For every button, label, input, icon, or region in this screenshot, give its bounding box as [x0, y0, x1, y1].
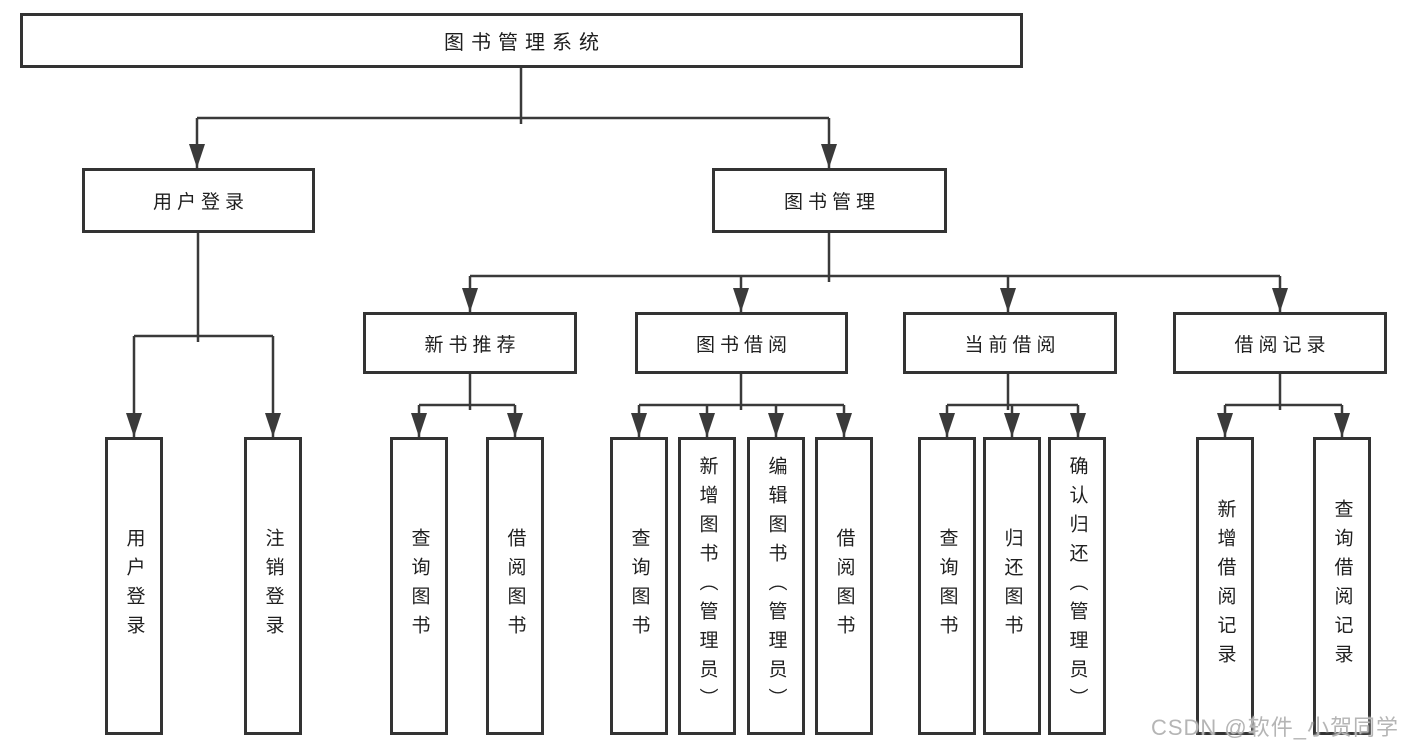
leaf-query-books: 查询图书: [390, 437, 448, 735]
node-book-borrowing: 图书借阅: [635, 312, 848, 374]
leaf-query-borrow-record: 查询借阅记录: [1313, 437, 1371, 735]
arrow-connectors: [126, 118, 1350, 437]
node-label: 查询图书: [628, 528, 650, 644]
leaf-logout: 注销登录: [244, 437, 302, 735]
node-label: 查询图书: [936, 528, 958, 644]
leaf-borrow-books: 借阅图书: [486, 437, 544, 735]
leaf-add-books-admin: 新增图书（管理员）: [678, 437, 736, 735]
csdn-watermark: CSDN @软件_小贺同学: [1150, 715, 1399, 740]
node-label: 用户登录: [123, 528, 145, 644]
node-label: 确认归还（管理员）: [1066, 455, 1088, 717]
node-new-book-recommendation: 新书推荐: [363, 312, 577, 374]
leaf-query-books: 查询图书: [918, 437, 976, 735]
node-label: 借阅图书: [833, 528, 855, 644]
node-current-borrowing: 当前借阅: [903, 312, 1117, 374]
node-label: 查询图书: [408, 528, 430, 644]
leaf-query-books: 查询图书: [610, 437, 668, 735]
node-label: 注销登录: [262, 528, 284, 644]
leaf-return-books: 归还图书: [983, 437, 1041, 735]
node-book-management: 图书管理: [712, 168, 947, 233]
node-label: 新增图书（管理员）: [696, 455, 718, 717]
node-label: 当前借阅: [964, 334, 1061, 356]
node-label: 图书管理: [783, 192, 880, 213]
node-label: 借阅图书: [504, 528, 526, 644]
node-label: 图书借阅: [695, 334, 792, 356]
node-borrow-records: 借阅记录: [1173, 312, 1387, 374]
node-label: 新增借阅记录: [1214, 499, 1236, 673]
node-root-system: 图书管理系统: [20, 13, 1023, 68]
node-label: 新书推荐: [424, 334, 521, 356]
leaf-add-borrow-record: 新增借阅记录: [1196, 437, 1254, 735]
leaf-user-login: 用户登录: [105, 437, 163, 735]
leaf-confirm-return-admin: 确认归还（管理员）: [1048, 437, 1106, 735]
tree-skeleton-lines: [134, 68, 1342, 410]
leaf-borrow-books: 借阅图书: [815, 437, 873, 735]
node-label: 用户登录: [152, 192, 249, 213]
node-label: 查询借阅记录: [1331, 499, 1353, 673]
node-user-login: 用户登录: [82, 168, 315, 233]
leaf-edit-books-admin: 编辑图书（管理员）: [747, 437, 805, 735]
node-label: 图书管理系统: [444, 32, 606, 54]
node-label: 借阅记录: [1234, 334, 1331, 356]
node-label: 编辑图书（管理员）: [765, 455, 787, 717]
node-label: 归还图书: [1001, 528, 1023, 644]
